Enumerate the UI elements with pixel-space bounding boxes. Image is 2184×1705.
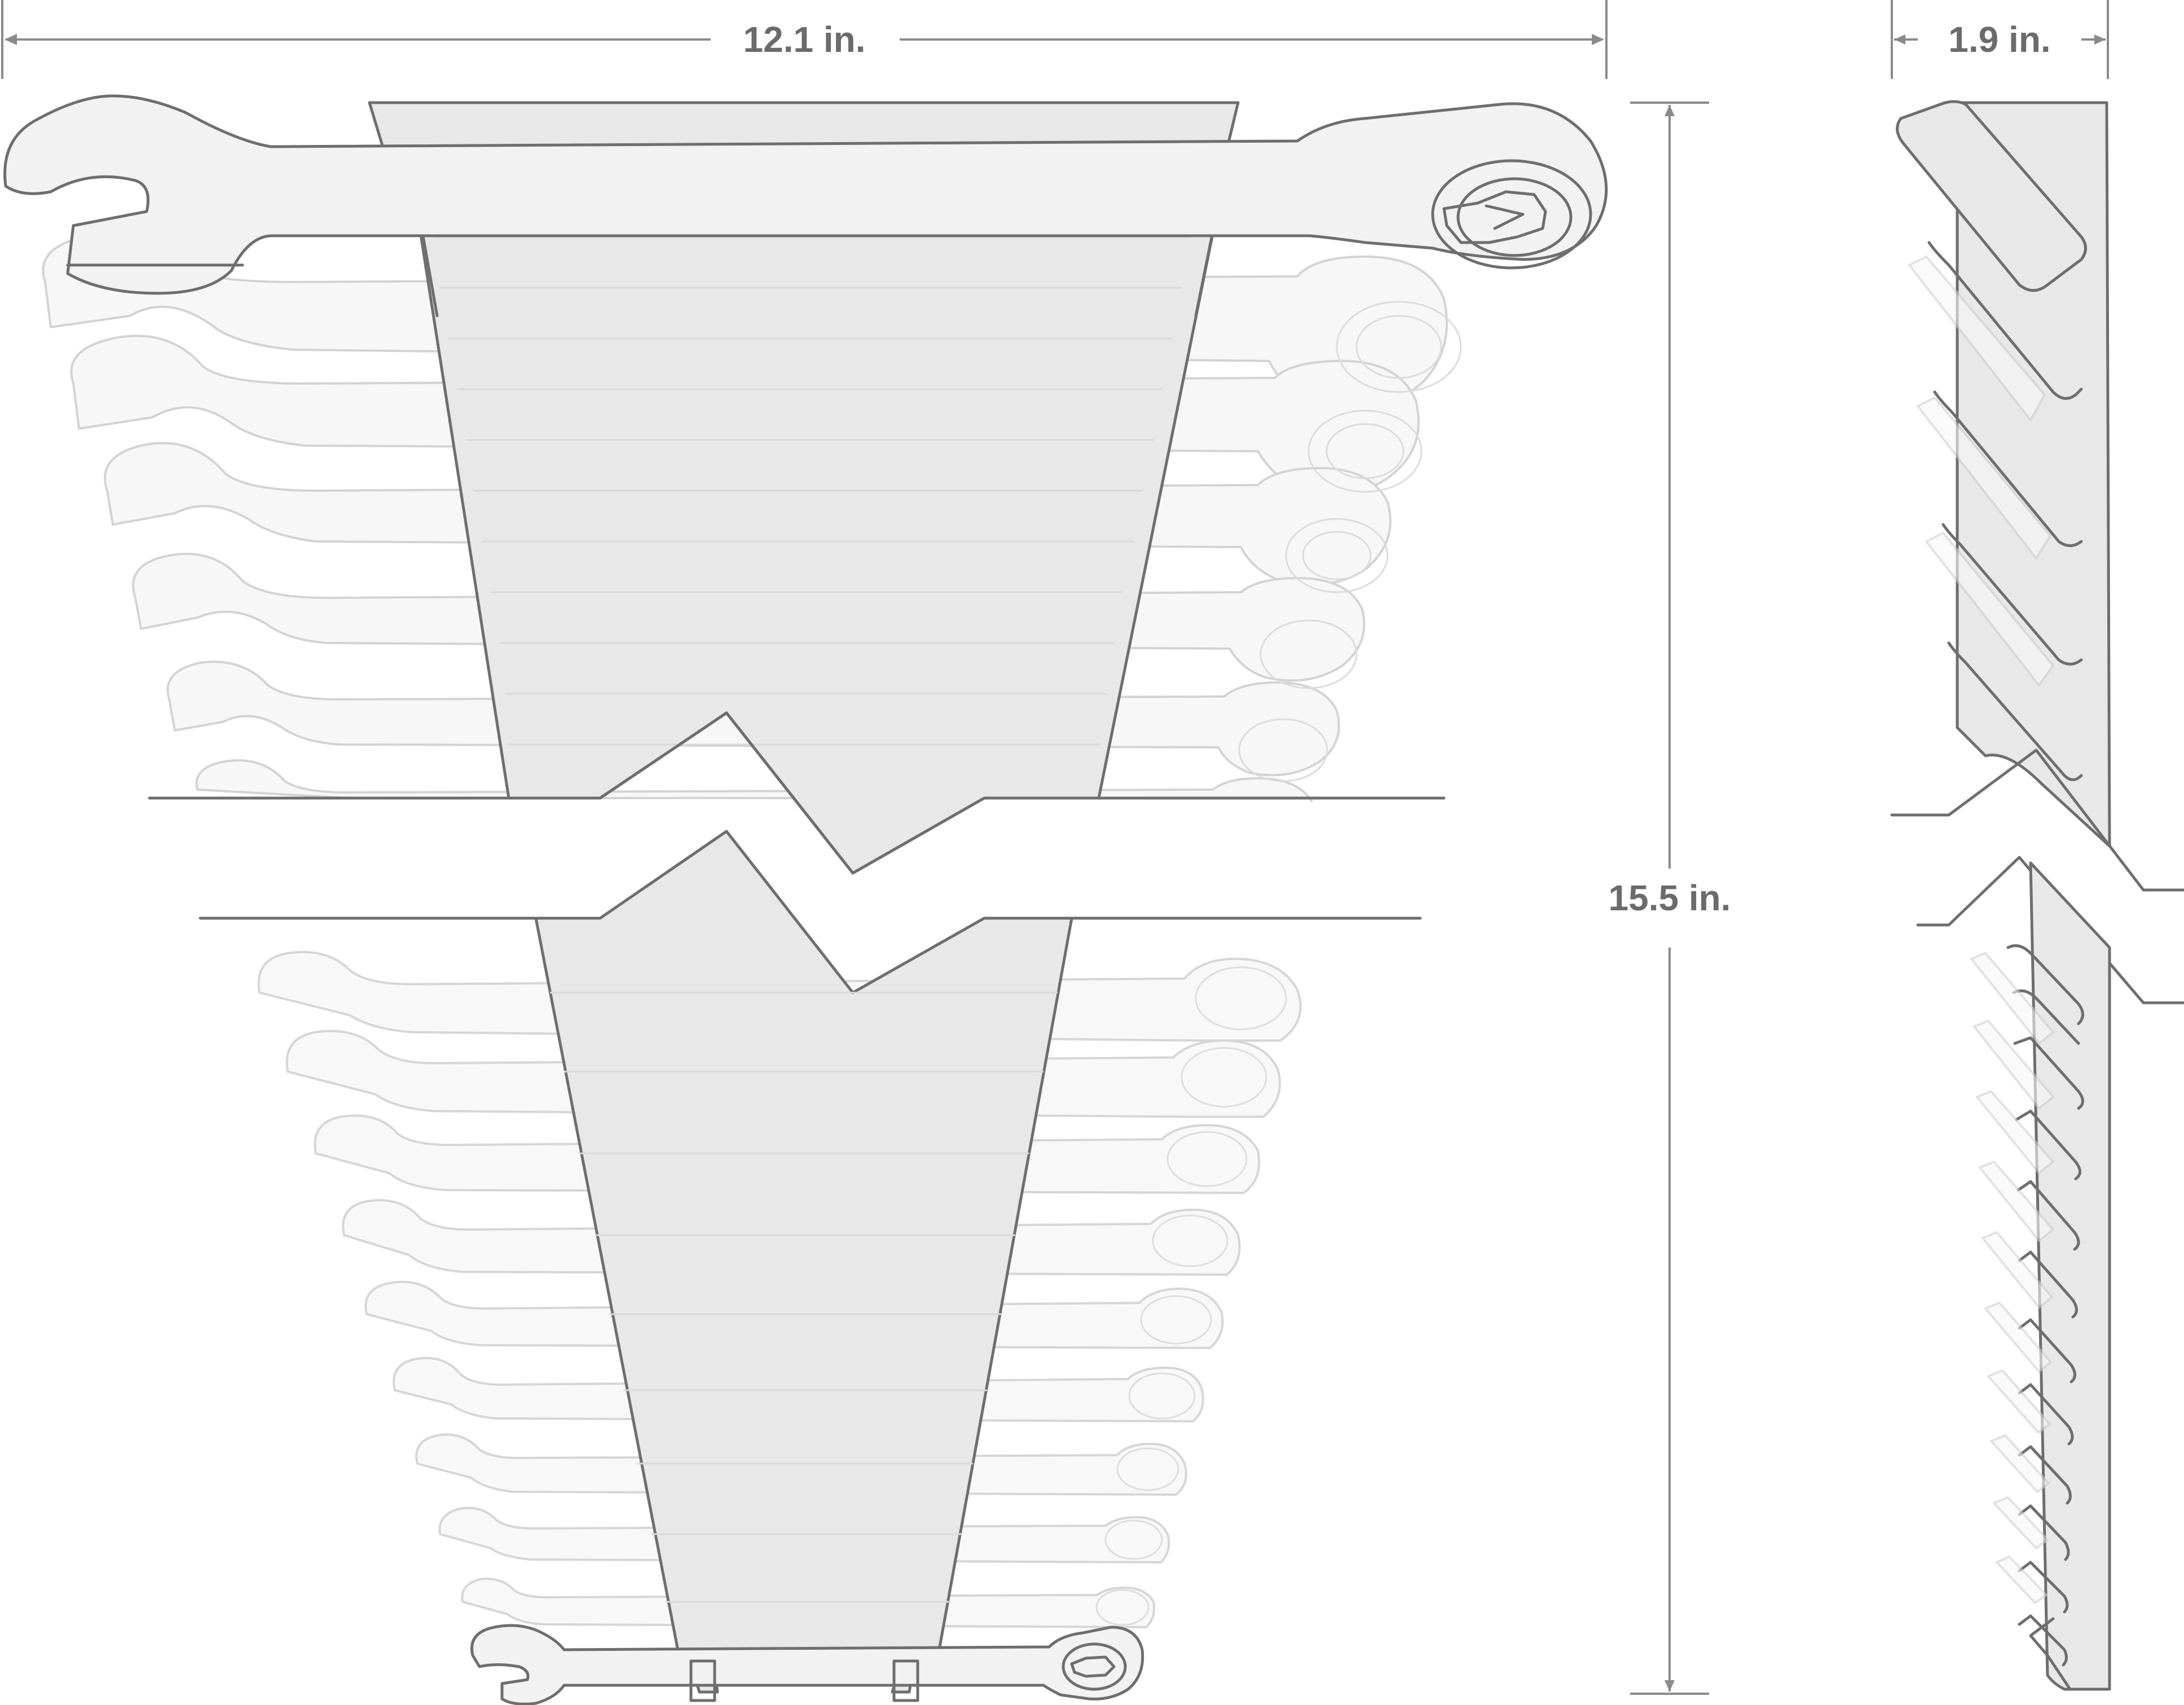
- height-dimension: 15.5 in.: [1609, 102, 1731, 1695]
- height-label: 15.5 in.: [1609, 878, 1731, 918]
- rack-panel-lower: [534, 830, 1073, 1694]
- width-dimension: 12.1 in.: [1, 0, 1608, 79]
- wrench-bottom: [470, 1624, 1144, 1705]
- side-profile: [1890, 100, 2184, 1691]
- width-label: 12.1 in.: [743, 19, 866, 60]
- wrench-top: [3, 94, 1608, 295]
- depth-dimension: 1.9 in.: [1891, 0, 2109, 79]
- depth-label: 1.9 in.: [1948, 19, 2050, 60]
